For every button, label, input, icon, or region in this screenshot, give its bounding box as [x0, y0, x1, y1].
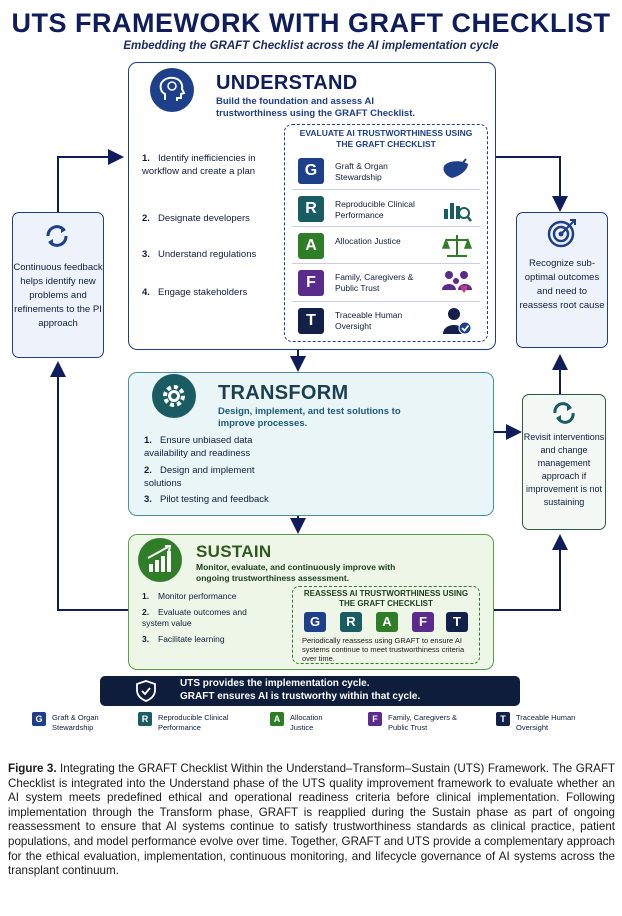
evaluate-title: EVALUATE AI TRUSTWORTHINESS USING THE GR…	[299, 128, 473, 149]
reassess-letter: T	[446, 612, 468, 632]
graft-letter-r: R	[298, 196, 324, 222]
shield-check-icon	[134, 679, 158, 708]
graft-letter-a: A	[298, 233, 324, 259]
person-check-icon	[442, 306, 472, 341]
reassess-graft-panel	[292, 586, 480, 664]
legend-label: Allocation Justice	[290, 713, 323, 732]
cycle-arrows	[50, 149, 568, 611]
family-heart-icon	[440, 268, 474, 301]
graft-letter-f: F	[298, 270, 324, 296]
figure-caption: Figure 3. Integrating the GRAFT Checklis…	[8, 762, 615, 879]
side-left-text: Continuous feedback helps identify new p…	[13, 262, 103, 329]
graft-label: Graft & Organ Stewardship	[335, 161, 388, 182]
legend-letter: F	[368, 712, 382, 726]
graft-label: Family, Caregivers & Public Trust	[335, 272, 414, 293]
caption-label: Figure 3.	[8, 762, 57, 775]
caption-text: Integrating the GRAFT Checklist Within t…	[8, 762, 615, 878]
legend-letter: A	[270, 712, 284, 726]
transform-step: 2.Design and implement solutions	[144, 465, 255, 489]
graft-divider	[292, 189, 480, 190]
graft-letter-t: T	[298, 308, 324, 334]
gear-icon	[152, 374, 196, 418]
transform-title: TRANSFORM	[218, 382, 349, 404]
sustain-panel	[128, 534, 494, 670]
graft-label: Traceable Human Oversight	[335, 310, 403, 331]
transform-step: 1.Ensure unbiased data availability and …	[144, 435, 253, 459]
head-brain-icon	[150, 68, 194, 112]
reassess-title: REASSESS AI TRUSTWORTHINESS USING THE GR…	[303, 589, 469, 608]
legend-letter: T	[496, 712, 510, 726]
understand-step: 4.Engage stakeholders	[142, 287, 248, 298]
sustain-step: 2.Evaluate outcomes and system value	[142, 607, 247, 628]
summary-banner	[100, 676, 520, 706]
side-right-top-text: Recognize sub-optimal outcomes and need …	[519, 258, 605, 311]
sustain-description: Monitor, evaluate, and continuously impr…	[196, 562, 396, 583]
sustain-step: 1.Monitor performance	[142, 591, 237, 601]
growth-chart-icon	[138, 538, 182, 582]
transform-description: Design, implement, and test solutions to…	[218, 406, 401, 429]
cycle-icon	[550, 400, 578, 431]
chart-magnifier-icon	[442, 195, 472, 228]
diagram-subtitle: Embedding the GRAFT Checklist across the…	[123, 40, 499, 52]
sustain-title: SUSTAIN	[196, 542, 272, 561]
legend-label: Family, Caregivers & Public Trust	[388, 713, 458, 732]
graft-divider	[292, 301, 480, 302]
understand-step: 3.Understand regulations	[142, 249, 257, 260]
target-icon	[547, 218, 577, 253]
reassess-letter: F	[412, 612, 434, 632]
diagram-title: UTS FRAMEWORK WITH GRAFT CHECKLIST	[11, 8, 611, 38]
right-revisit-box: Revisit interventions and change managem…	[522, 394, 606, 530]
scales-icon	[441, 232, 473, 265]
refresh-icon	[42, 222, 72, 255]
graft-divider	[292, 263, 480, 264]
understand-step: 2.Designate developers	[142, 213, 250, 224]
reassess-letter: A	[376, 612, 398, 632]
sustain-step: 3.Facilitate learning	[142, 634, 225, 644]
legend-letter: R	[138, 712, 152, 726]
banner-line-2: GRAFT ensures AI is trustworthy within t…	[180, 691, 421, 702]
legend-label: Traceable Human Oversight	[516, 713, 576, 732]
graft-label: Reproducible Clinical Performance	[335, 199, 415, 220]
right-recognize-box: Recognize sub-optimal outcomes and need …	[516, 212, 608, 348]
graft-divider	[292, 226, 480, 227]
evaluate-graft-panel	[284, 124, 488, 342]
left-feedback-box: Continuous feedback helps identify new p…	[12, 212, 104, 358]
graft-letter-g: G	[298, 158, 324, 184]
understand-step: 1.Identify inefficiencies in workflow an…	[142, 153, 256, 177]
reassess-text: Periodically reassess using GRAFT to ens…	[302, 636, 465, 663]
understand-title: UNDERSTAND	[216, 72, 358, 94]
liver-icon	[442, 158, 470, 187]
reassess-letter: G	[304, 612, 326, 632]
banner-line-1: UTS provides the implementation cycle.	[180, 678, 370, 689]
transform-step: 3.Pilot testing and feedback	[144, 494, 269, 505]
side-right-bottom-text: Revisit interventions and change managem…	[523, 432, 605, 507]
legend-label: Graft & Organ Stewardship	[52, 713, 99, 732]
legend-label: Reproducible Clinical Performance	[158, 713, 229, 732]
graft-label: Allocation Justice	[335, 236, 401, 246]
reassess-letter: R	[340, 612, 362, 632]
legend-letter: G	[32, 712, 46, 726]
understand-description: Build the foundation and assess AI trust…	[216, 96, 415, 119]
